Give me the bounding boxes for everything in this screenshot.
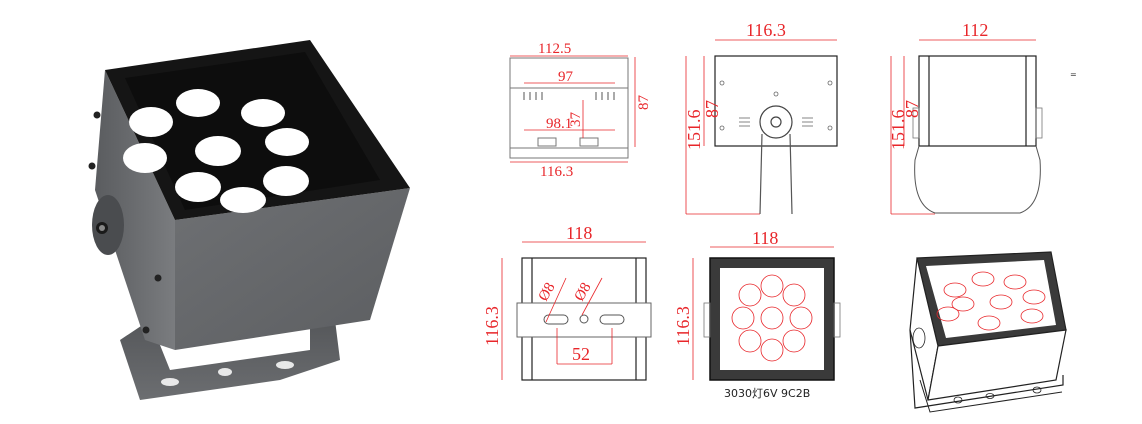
dim-bottom-width: 118 bbox=[566, 223, 592, 243]
led-outline-array bbox=[731, 274, 813, 362]
dim-hole-left: Ø8 bbox=[536, 280, 559, 304]
dim-top-width: 118 bbox=[752, 228, 778, 248]
led-spec-caption: 3030灯6V 9C2B bbox=[724, 387, 810, 400]
dim-front-body-height: 87 bbox=[702, 100, 722, 118]
dim-side-width: 112 bbox=[962, 20, 988, 40]
dim-hole-right: Ø8 bbox=[572, 280, 595, 304]
dim-inner-width: 97 bbox=[558, 69, 574, 85]
iso-led-outline-array bbox=[936, 271, 1046, 331]
dim-front-width: 116.3 bbox=[746, 20, 786, 40]
dim-top-height: 116.3 bbox=[673, 306, 693, 346]
housing-side bbox=[95, 70, 175, 350]
dim-front-total-height: 151.6 bbox=[684, 110, 704, 151]
dim-top-width: 112.5 bbox=[538, 41, 571, 57]
side-mark: = bbox=[1070, 70, 1077, 79]
dim-bottom-width: 116.3 bbox=[540, 164, 573, 180]
flood-light-render bbox=[88, 40, 410, 400]
dim-height: 87 bbox=[636, 95, 652, 111]
led-array bbox=[123, 89, 309, 213]
dim-side-body-height: 87 bbox=[902, 100, 922, 118]
pivot-knob bbox=[92, 195, 124, 255]
technical-drawings: 112.5 97 98.1 37 87 116.3 116.3 87 151.6 bbox=[460, 0, 1142, 424]
housing-front bbox=[175, 188, 410, 350]
dim-bottom-height: 116.3 bbox=[482, 306, 502, 346]
profile-section-view bbox=[509, 57, 629, 159]
dim-inner-height: 37 bbox=[568, 112, 584, 128]
bottom-view bbox=[516, 257, 652, 381]
dim-hole-spacing: 52 bbox=[572, 344, 590, 364]
dim-inner-lower-width: 98.1 bbox=[546, 116, 572, 132]
side-view bbox=[912, 55, 1043, 214]
isometric-view bbox=[909, 251, 1067, 413]
dim-side-total-height: 151.6 bbox=[888, 110, 908, 151]
product-photo bbox=[80, 20, 440, 420]
front-view bbox=[714, 55, 838, 215]
top-view bbox=[703, 257, 841, 381]
